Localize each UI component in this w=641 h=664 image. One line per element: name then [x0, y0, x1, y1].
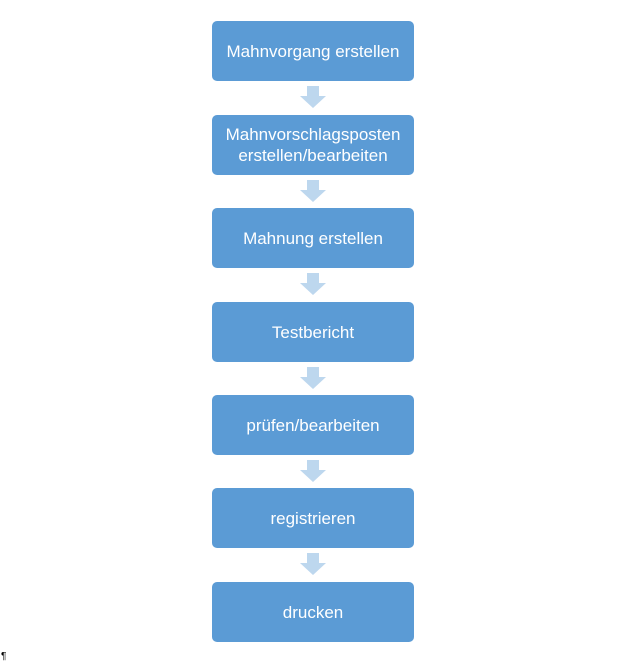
- step-box-registrieren: registrieren: [212, 488, 414, 548]
- step-box-mahnvorschlagsposten: Mahnvorschlagsposten erstellen/bearbeite…: [212, 115, 414, 175]
- down-arrow-icon: [300, 273, 326, 295]
- down-arrow-icon: [300, 460, 326, 482]
- step-label: Testbericht: [271, 322, 355, 342]
- step-label: prüfen/bearbeiten: [246, 415, 380, 435]
- step-label: Mahnvorgang erstellen: [226, 41, 400, 61]
- down-arrow-icon: [300, 180, 326, 202]
- down-arrow-icon: [300, 553, 326, 575]
- step-label: registrieren: [270, 508, 356, 528]
- step-box-mahnvorgang-erstellen: Mahnvorgang erstellen: [212, 21, 414, 81]
- paragraph-mark: ¶: [1, 651, 7, 662]
- step-box-pruefen-bearbeiten: prüfen/bearbeiten: [212, 395, 414, 455]
- step-box-drucken: drucken: [212, 582, 414, 642]
- step-box-mahnung-erstellen: Mahnung erstellen: [212, 208, 414, 268]
- down-arrow-icon: [300, 86, 326, 108]
- step-box-testbericht: Testbericht: [212, 302, 414, 362]
- down-arrow-icon: [300, 367, 326, 389]
- step-label: drucken: [282, 602, 344, 622]
- step-label: Mahnung erstellen: [243, 228, 383, 248]
- step-label: Mahnvorschlagsposten erstellen/bearbeite…: [225, 125, 401, 165]
